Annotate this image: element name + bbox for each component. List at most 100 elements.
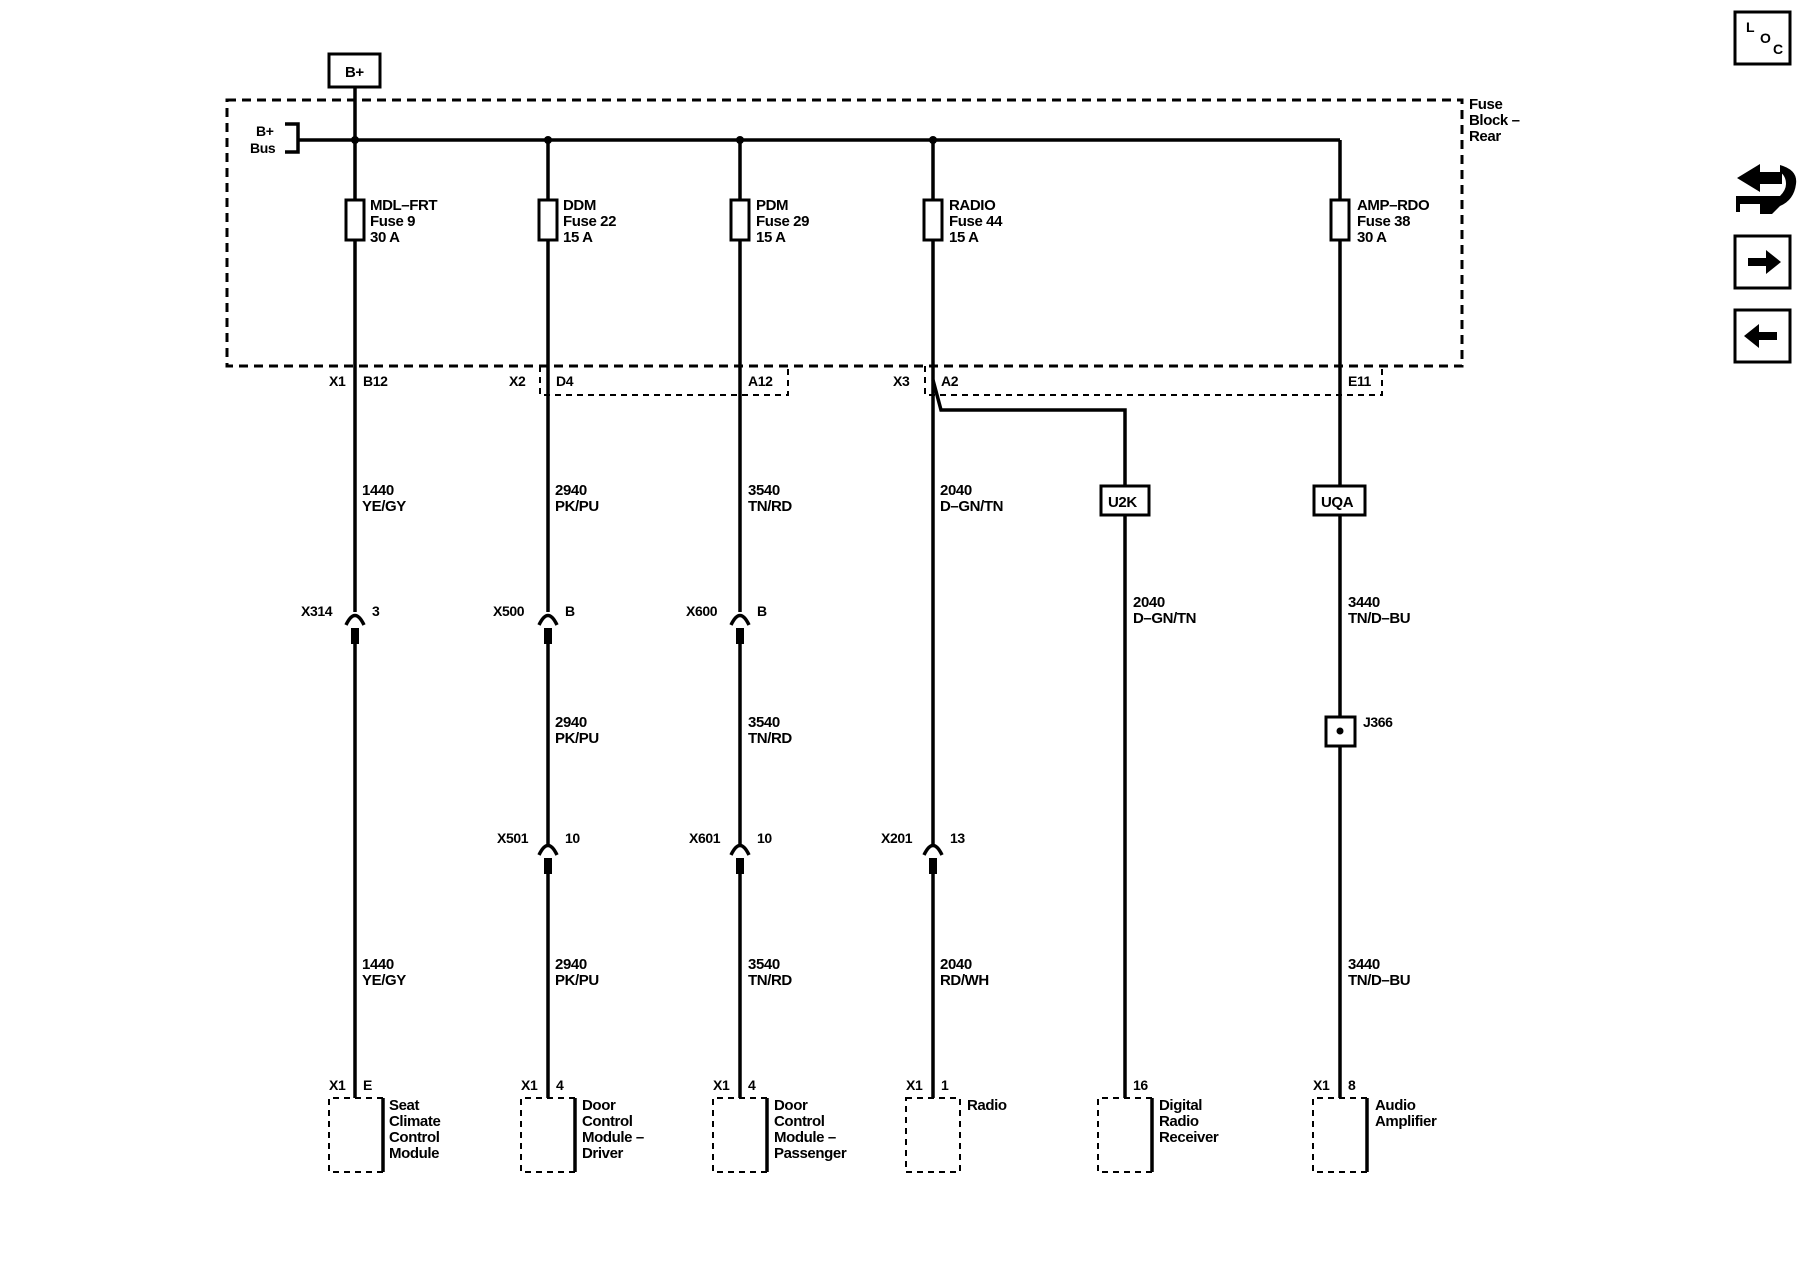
svg-text:15 A: 15 A <box>563 229 593 246</box>
svg-text:Door: Door <box>582 1097 616 1114</box>
splice-j366: J366 <box>1324 714 1394 748</box>
svg-text:Module: Module <box>389 1145 439 1162</box>
svg-text:E11: E11 <box>1348 373 1372 389</box>
svg-text:8: 8 <box>1348 1077 1356 1093</box>
svg-text:C: C <box>1773 41 1783 57</box>
wire-labels-upper: 1440 YE/GY 2940 PK/PU 3540 TN/RD 2040 D–… <box>362 482 1411 627</box>
connector-end-view-icon[interactable] <box>1736 164 1797 214</box>
svg-text:3540: 3540 <box>748 482 780 499</box>
svg-text:X600: X600 <box>686 603 718 619</box>
svg-text:E: E <box>363 1077 372 1093</box>
svg-text:2940: 2940 <box>555 482 587 499</box>
b-plus-source-label: B+ <box>345 64 364 81</box>
svg-text:Seat: Seat <box>389 1097 419 1114</box>
svg-text:PK/PU: PK/PU <box>555 972 599 989</box>
svg-text:X1: X1 <box>329 373 346 389</box>
svg-text:A12: A12 <box>748 373 773 389</box>
svg-text:UQA: UQA <box>1321 494 1354 511</box>
svg-text:Fuse 22: Fuse 22 <box>563 213 616 230</box>
svg-text:TN/RD: TN/RD <box>748 730 792 747</box>
svg-text:Radio: Radio <box>967 1097 1007 1114</box>
svg-text:B: B <box>757 603 767 619</box>
svg-text:TN/RD: TN/RD <box>748 972 792 989</box>
module-radio: X1 1 Radio <box>905 1077 1007 1173</box>
svg-text:2040: 2040 <box>1133 594 1165 611</box>
svg-text:Radio: Radio <box>1159 1113 1199 1130</box>
svg-text:MDL–FRT: MDL–FRT <box>370 197 437 214</box>
fuse-radio: RADIO Fuse 44 15 A <box>922 140 1004 246</box>
svg-text:1: 1 <box>941 1077 949 1093</box>
svg-text:Amplifier: Amplifier <box>1375 1113 1437 1130</box>
connector-x3-housing <box>924 366 1383 396</box>
module-digital-radio-receiver: 16 Digital Radio Receiver <box>1097 1077 1219 1173</box>
svg-text:U2K: U2K <box>1108 494 1137 511</box>
bus-label: B+ Bus <box>250 123 276 156</box>
circuit-radio <box>922 240 1127 1098</box>
inline-connector-labels-2: X501 10 X601 10 X201 13 <box>497 830 966 846</box>
svg-text:Bus: Bus <box>250 140 276 156</box>
svg-text:X3: X3 <box>893 373 910 389</box>
svg-text:13: 13 <box>950 830 965 846</box>
svg-text:PK/PU: PK/PU <box>555 730 599 747</box>
svg-text:X1: X1 <box>1313 1077 1330 1093</box>
svg-text:Block –: Block – <box>1469 112 1520 129</box>
svg-text:L: L <box>1746 19 1755 35</box>
svg-text:Fuse 9: Fuse 9 <box>370 213 415 230</box>
fuse-pdm: PDM Fuse 29 15 A <box>729 140 810 246</box>
svg-text:1440: 1440 <box>362 482 394 499</box>
svg-text:Control: Control <box>774 1113 825 1130</box>
svg-text:X1: X1 <box>713 1077 730 1093</box>
svg-text:2940: 2940 <box>555 956 587 973</box>
svg-text:3440: 3440 <box>1348 594 1380 611</box>
svg-text:B+: B+ <box>256 123 274 139</box>
fuse-block-outline <box>225 98 1464 368</box>
svg-text:15 A: 15 A <box>949 229 979 246</box>
svg-text:3: 3 <box>372 603 380 619</box>
svg-text:Module –: Module – <box>582 1129 644 1146</box>
svg-text:X1: X1 <box>906 1077 923 1093</box>
svg-text:O: O <box>1760 30 1771 46</box>
svg-text:X500: X500 <box>493 603 525 619</box>
svg-text:TN/D–BU: TN/D–BU <box>1348 972 1410 989</box>
svg-text:10: 10 <box>757 830 772 846</box>
svg-text:X2: X2 <box>509 373 526 389</box>
svg-text:10: 10 <box>565 830 580 846</box>
module-audio-amplifier: X1 8 Audio Amplifier <box>1312 1077 1437 1173</box>
svg-text:TN/D–BU: TN/D–BU <box>1348 610 1410 627</box>
svg-text:RADIO: RADIO <box>949 197 996 214</box>
option-uqa: UQA <box>1312 484 1367 517</box>
svg-text:A2: A2 <box>941 373 959 389</box>
svg-text:Receiver: Receiver <box>1159 1129 1219 1146</box>
arrow-right-icon[interactable] <box>1733 234 1792 290</box>
circuit-pdm <box>729 240 751 1098</box>
loc-icon[interactable]: L O C <box>1733 10 1792 66</box>
svg-text:3540: 3540 <box>748 956 780 973</box>
svg-text:PK/PU: PK/PU <box>555 498 599 515</box>
fuse-ddm: DDM Fuse 22 15 A <box>537 140 617 246</box>
svg-text:Module –: Module – <box>774 1129 836 1146</box>
svg-text:3540: 3540 <box>748 714 780 731</box>
arrow-left-icon[interactable] <box>1733 308 1792 364</box>
svg-text:15 A: 15 A <box>756 229 786 246</box>
svg-text:Climate: Climate <box>389 1113 440 1130</box>
svg-text:3440: 3440 <box>1348 956 1380 973</box>
svg-text:YE/GY: YE/GY <box>362 972 406 989</box>
svg-text:Control: Control <box>389 1129 440 1146</box>
svg-text:2040: 2040 <box>940 956 972 973</box>
svg-text:B12: B12 <box>363 373 388 389</box>
connector-x2-housing <box>539 366 789 396</box>
svg-text:16: 16 <box>1133 1077 1148 1093</box>
module-door-driver: X1 4 Door Control Module – Driver <box>520 1077 644 1173</box>
svg-text:X201: X201 <box>881 830 913 846</box>
svg-text:X1: X1 <box>521 1077 538 1093</box>
module-seat-climate: X1 E Seat Climate Control Module <box>328 1077 441 1173</box>
svg-text:J366: J366 <box>1363 714 1393 730</box>
svg-text:Digital: Digital <box>1159 1097 1202 1114</box>
svg-text:Rear: Rear <box>1469 128 1501 145</box>
svg-text:D–GN/TN: D–GN/TN <box>940 498 1003 515</box>
svg-text:2940: 2940 <box>555 714 587 731</box>
svg-text:X1: X1 <box>329 1077 346 1093</box>
svg-text:Passenger: Passenger <box>774 1145 847 1162</box>
svg-text:PDM: PDM <box>756 197 788 214</box>
